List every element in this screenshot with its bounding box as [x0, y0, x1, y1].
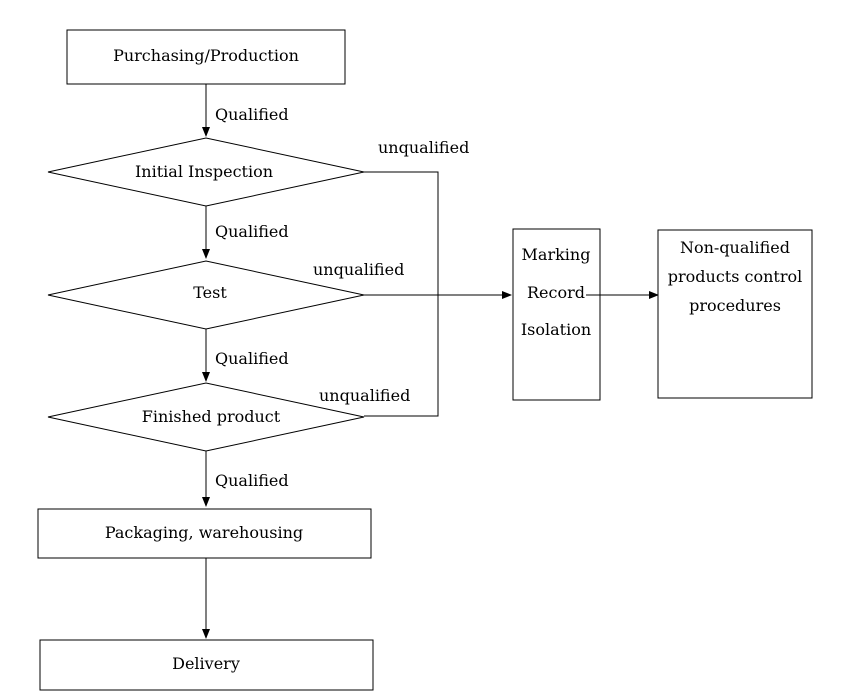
qualified-label-3: Qualified	[215, 349, 289, 368]
marking-label: Marking	[522, 245, 591, 264]
purchasing-production-label: Purchasing/Production	[113, 46, 299, 65]
qualified-label-1: Qualified	[215, 105, 289, 124]
initial-inspection-label: Initial Inspection	[135, 162, 273, 181]
nonqualified-procedures-box: Non-qualified products control procedure…	[657, 229, 813, 399]
packaging-warehousing-label: Packaging, warehousing	[105, 523, 303, 542]
record-label: Record	[527, 283, 585, 302]
delivery-box: Delivery	[39, 639, 374, 691]
delivery-label: Delivery	[172, 654, 240, 673]
unqualified-label-2: unqualified	[313, 260, 404, 279]
unqualified-collector-line	[364, 171, 439, 417]
packaging-warehousing-box: Packaging, warehousing	[37, 508, 372, 559]
test-label: Test	[193, 283, 227, 302]
nonqualified-line-3: procedures	[689, 296, 781, 315]
initial-inspection-diamond: Initial Inspection	[47, 137, 365, 207]
unqualified-label-3: unqualified	[319, 386, 410, 405]
nonqualified-line-2: products control	[668, 267, 802, 286]
qualified-label-2: Qualified	[215, 222, 289, 241]
nonqualified-line-1: Non-qualified	[680, 238, 790, 257]
qualified-label-4: Qualified	[215, 471, 289, 490]
isolation-label: Isolation	[521, 320, 591, 339]
finished-product-diamond: Finished product	[47, 382, 365, 452]
marking-record-isolation-box: Marking Record Isolation	[512, 228, 601, 401]
unqualified-label-1: unqualified	[378, 138, 469, 157]
purchasing-production-box: Purchasing/Production	[66, 29, 346, 85]
finished-product-label: Finished product	[142, 407, 281, 426]
